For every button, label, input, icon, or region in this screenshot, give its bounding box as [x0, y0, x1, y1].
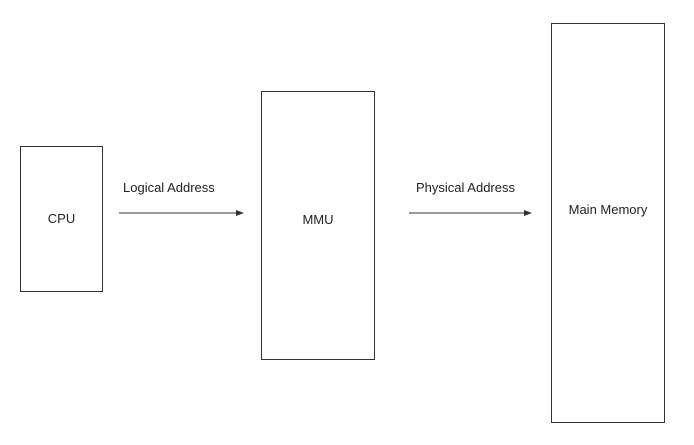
cpu-box: CPU [20, 146, 103, 292]
mmu-label: MMU [302, 212, 334, 227]
physical-address-label: Physical Address [416, 180, 515, 195]
main-memory-box: Main Memory [551, 23, 665, 423]
logical-address-label: Logical Address [123, 180, 215, 195]
cpu-label: CPU [47, 211, 76, 226]
mmu-box: MMU [261, 91, 375, 360]
main-memory-label: Main Memory [568, 202, 648, 217]
